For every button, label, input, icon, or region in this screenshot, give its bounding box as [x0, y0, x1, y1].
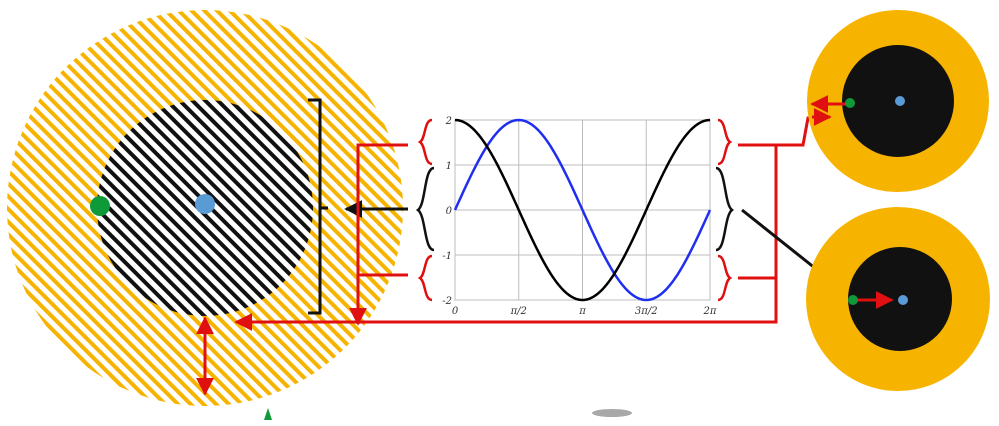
green-point	[845, 98, 855, 108]
blue-center-point	[195, 194, 215, 214]
right-top-red-brace	[717, 118, 733, 166]
x-tick-label: 3π/2	[635, 306, 658, 317]
grey-smudge	[592, 409, 632, 417]
series-line-black	[454, 118, 711, 302]
chart-braces	[415, 118, 735, 302]
green-point	[90, 196, 110, 216]
left-top-red-brace	[417, 118, 433, 166]
sine-cosine-chart: 0 π/2 π 3π/2 2π 2 1 0 -1 -2	[442, 116, 717, 317]
left-body	[7, 10, 403, 406]
top-right-body	[807, 10, 989, 192]
right-mid-black-brace	[715, 166, 735, 252]
y-tick-label: -2	[442, 296, 452, 307]
y-tick-label: 0	[446, 206, 453, 217]
series-line-blue	[453, 118, 712, 302]
y-tick-label: 2	[445, 116, 452, 127]
bottom-right-body	[806, 207, 990, 391]
black-bracket	[308, 98, 328, 315]
blue-center-point	[895, 96, 905, 106]
x-tick-label: π	[578, 306, 586, 317]
small-green-marker	[264, 408, 272, 420]
red-connectors-left	[196, 143, 778, 396]
right-bottom-red-brace	[717, 254, 733, 302]
x-tick-label: 2π	[703, 306, 717, 317]
left-mid-black-brace	[415, 166, 435, 252]
blue-center-point	[898, 295, 908, 305]
x-tick-label: 0	[452, 306, 459, 317]
green-point	[848, 295, 858, 305]
left-bracket-group	[308, 98, 408, 315]
x-tick-label: π/2	[510, 306, 527, 317]
y-tick-label: 1	[446, 161, 452, 172]
y-tick-label: -1	[442, 251, 452, 262]
left-bottom-red-brace	[417, 254, 433, 302]
